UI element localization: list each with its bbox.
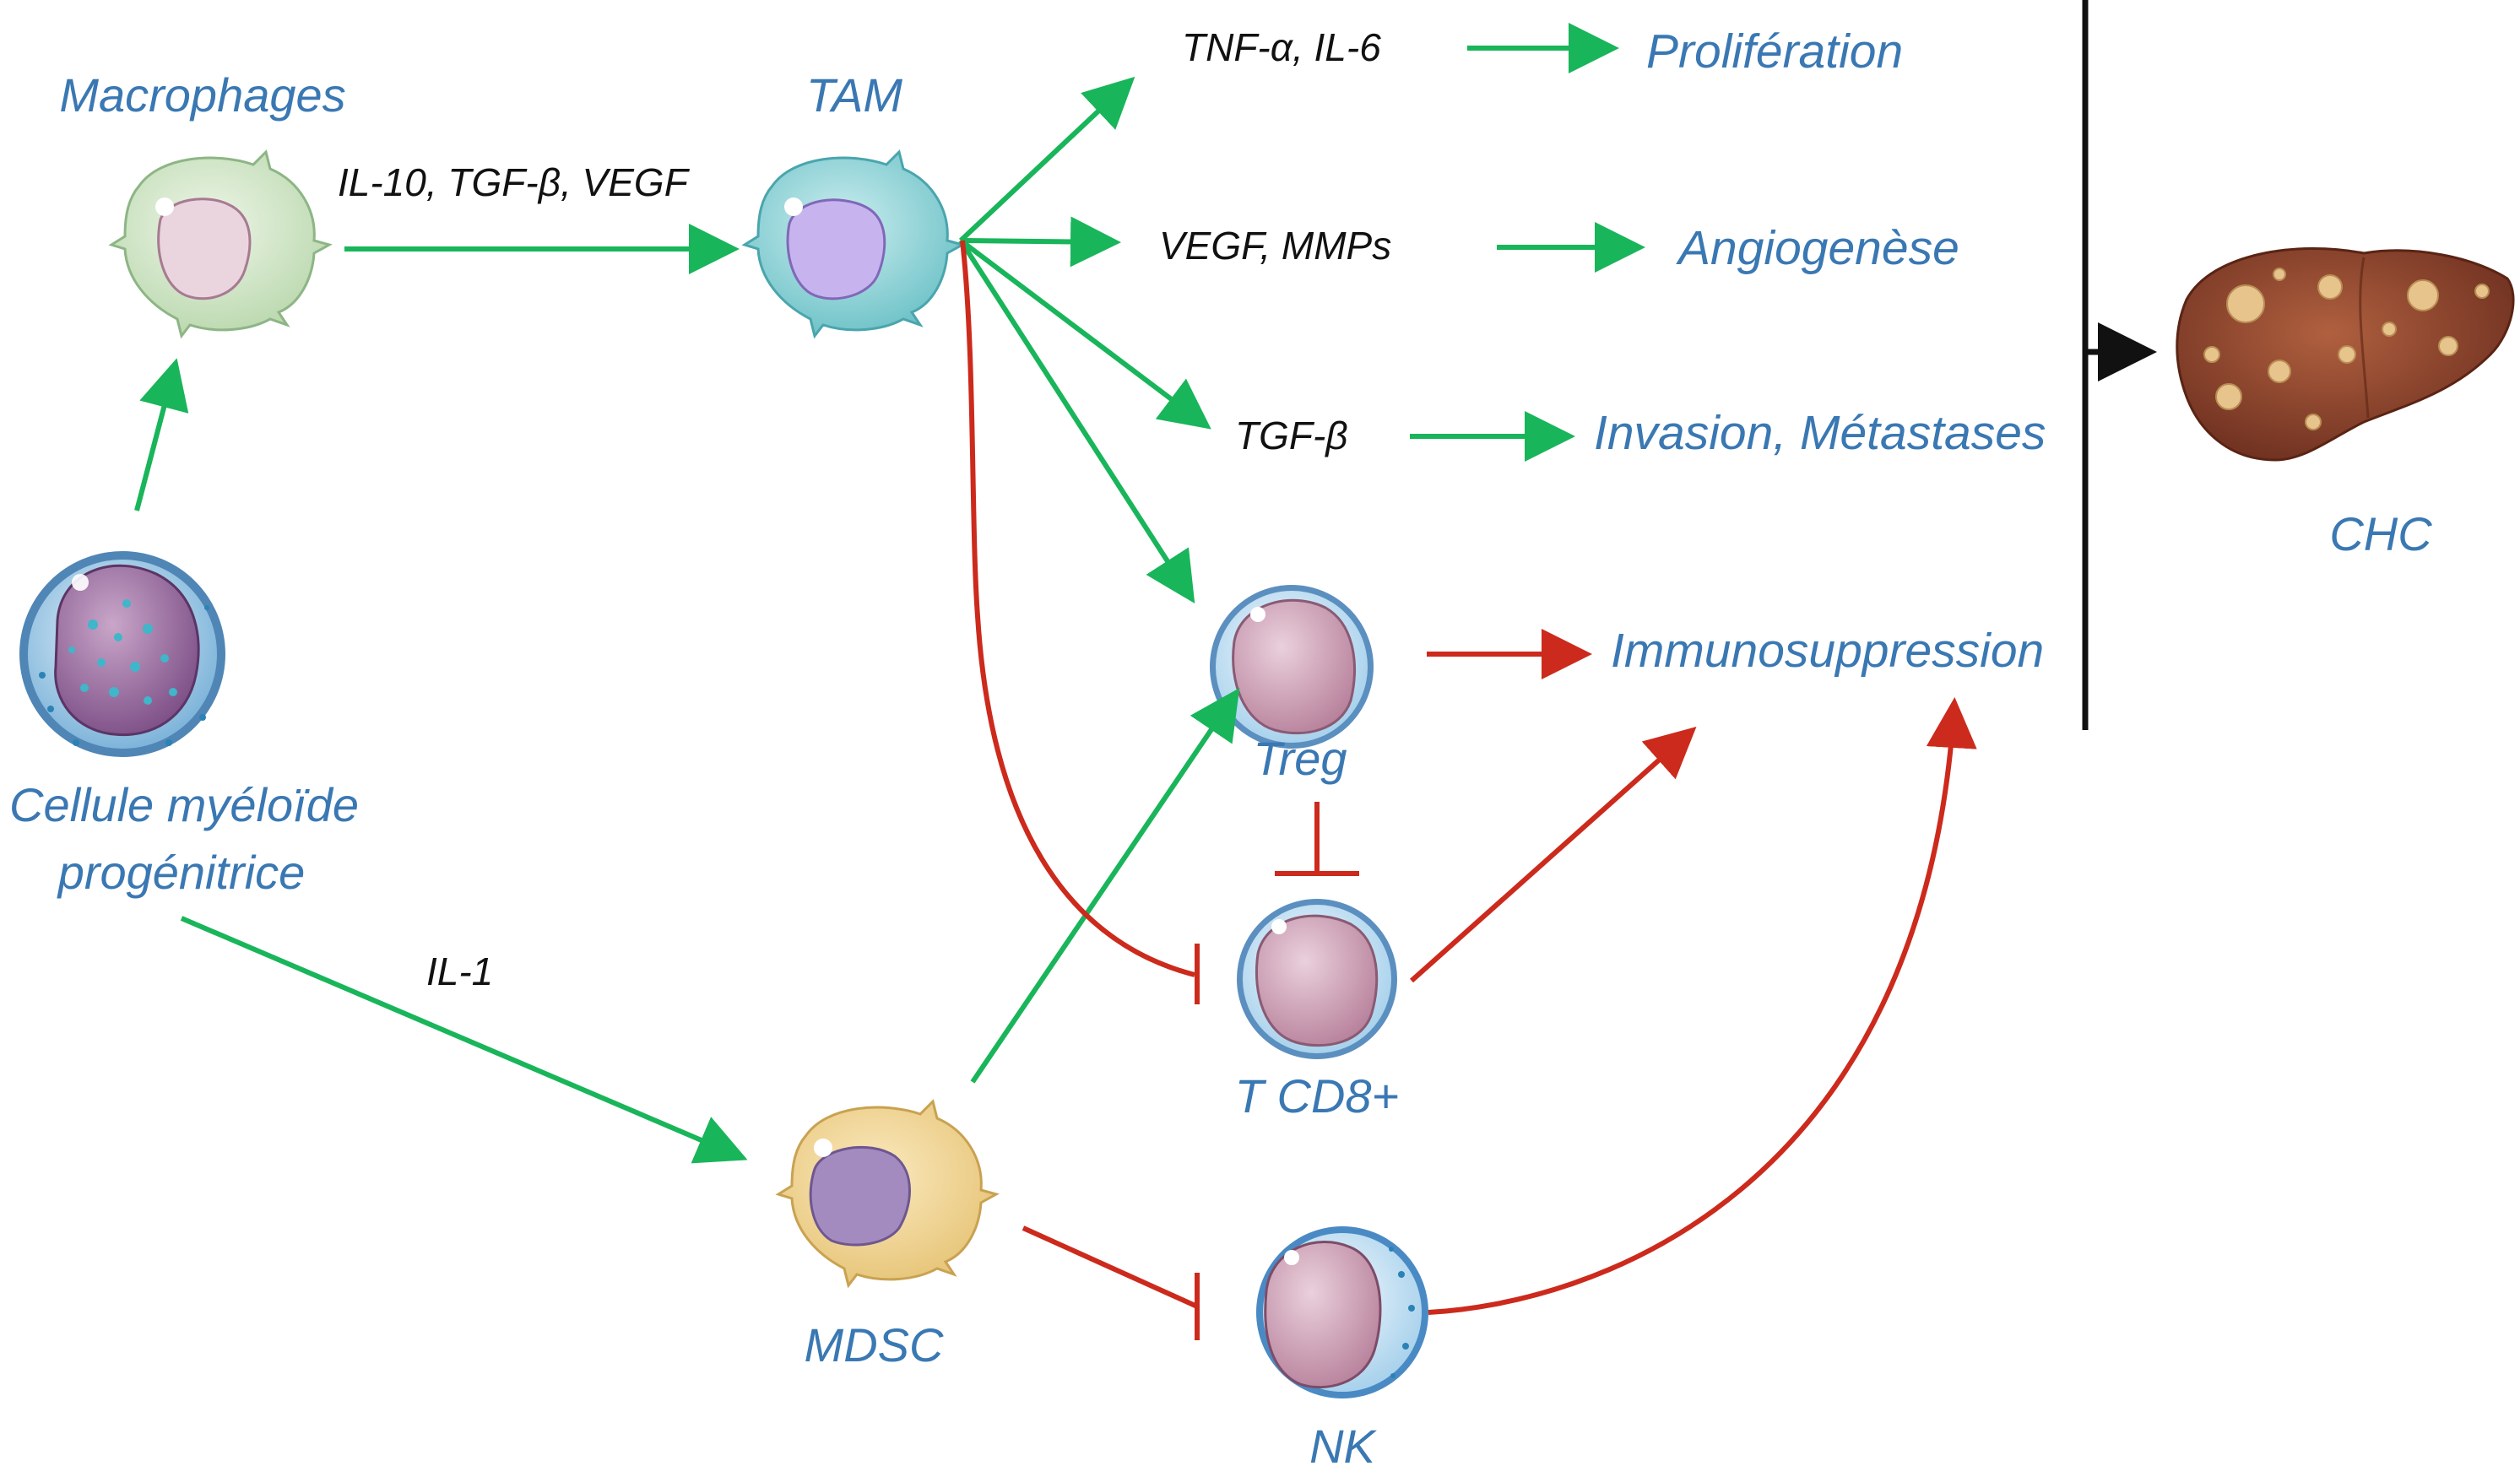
nk-cell-icon [1256,1226,1428,1398]
arrow-progenitor-to-mdsc [180,916,748,1164]
label-il10-tgf-vegf: IL-10, TGF-β, VEGF [338,160,691,204]
label-vegf-mmps: VEGF, MMPs [1159,224,1391,268]
treg-cell-icon [1210,585,1374,749]
tam-cell-icon [741,149,966,339]
arrow-tcd8-to-immunosuppression [1410,727,1697,983]
arrow-mdsc-to-treg [970,688,1240,1084]
tcd8-cell-icon [1237,899,1397,1059]
immunosuppression-arrows [1410,629,1977,1315]
arrow-tam-to-tgf [959,238,1211,430]
label-chc: CHC [2329,507,2432,560]
activation-arrows [134,23,1645,1164]
convergence-bracket [2082,0,2157,730]
label-progenitor-line2: progénitrice [57,846,306,899]
inhibition-tam-to-tcd8 [960,240,1195,977]
arrow-tam-to-tnf [958,76,1135,243]
label-tcd8: T CD8+ [1235,1069,1400,1122]
inhibition-lines [960,240,1359,1340]
cytokine-labels: IL-10, TGF-β, VEGF TNF-α, IL-6 VEGF, MMP… [338,25,1391,993]
outcome-labels: Prolifération Angiogenèse Invasion, Méta… [1594,24,2046,678]
progenitor-cell-icon [19,551,225,757]
label-immunosuppression: Immunosuppression [1611,624,2044,678]
label-proliferation: Prolifération [1646,24,1903,78]
inhibition-mdsc-to-nk [1022,1225,1199,1309]
label-nk: NK [1309,1420,1377,1466]
label-invasion: Invasion, Métastases [1594,406,2046,460]
macrophage-cell-icon [108,149,333,339]
label-tgf-beta: TGF-β [1235,414,1348,457]
arrow-tam-to-vegf [960,216,1121,268]
mdsc-cell-icon [775,1099,1000,1289]
label-tam: TAM [806,68,902,122]
label-macrophages: Macrophages [59,68,345,122]
arrow-progenitor-to-macrophage [134,358,189,511]
label-il1: IL-1 [426,949,493,993]
label-treg: Treg [1254,732,1347,785]
label-angiogenesis: Angiogenèse [1676,221,1959,275]
cell-labels: Macrophages TAM Cellule myéloïde progéni… [9,68,2432,1466]
arrow-tam-to-treg [958,239,1195,604]
liver-icon [2176,247,2515,462]
label-tnf-il6: TNF-α, IL-6 [1182,25,1381,69]
label-mdsc: MDSC [805,1318,944,1371]
arrow-nk-to-immunosuppression [1428,697,1977,1315]
label-progenitor-line1: Cellule myéloïde [9,778,359,831]
